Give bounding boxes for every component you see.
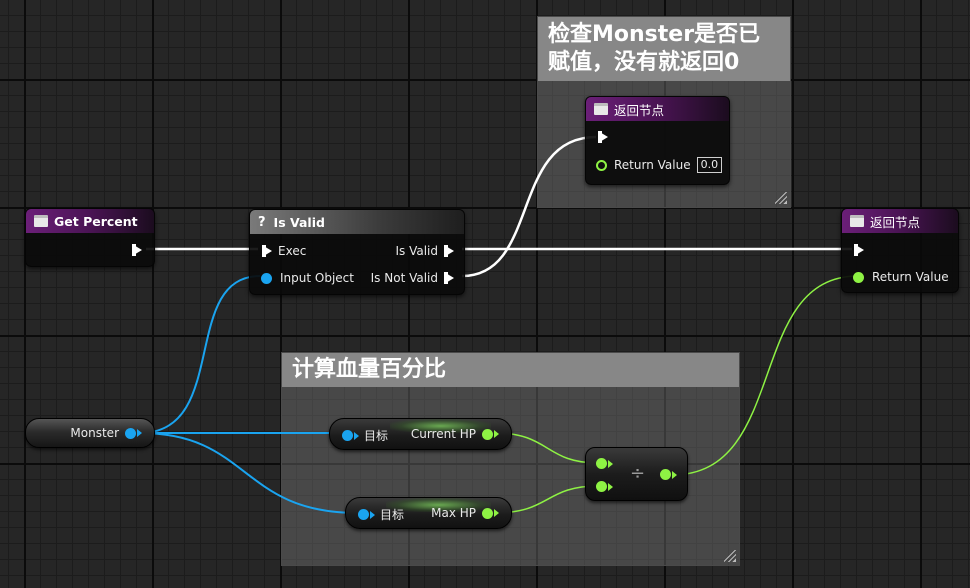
node-title: Get Percent — [54, 213, 138, 229]
exec-in-pin[interactable]: Exec — [262, 244, 306, 258]
pin-arrow-icon — [370, 510, 375, 519]
pin-arrow-icon — [494, 509, 499, 517]
float-pin-icon[interactable] — [596, 481, 607, 492]
divide-input-a-pin[interactable] — [596, 458, 613, 469]
comment-box-check-monster[interactable]: 检查Monster是否已 赋值，没有就返回0 — [537, 16, 791, 208]
node-divide[interactable]: ÷ — [585, 447, 688, 501]
exec-pin-icon[interactable] — [444, 245, 454, 257]
divide-output-pin[interactable] — [660, 469, 677, 480]
node-monster-variable[interactable]: Monster — [25, 418, 155, 448]
float-wire-result — [671, 275, 859, 476]
exec-pin-icon[interactable] — [262, 245, 272, 257]
exec-out-pin[interactable] — [132, 244, 142, 256]
pin-arrow-icon — [494, 430, 499, 438]
resize-handle-icon[interactable] — [724, 550, 736, 562]
float-pin-icon[interactable] — [596, 458, 607, 469]
float-pin-icon[interactable] — [853, 271, 864, 283]
object-wire-isvalid — [139, 275, 261, 434]
exec-pin-icon[interactable] — [598, 131, 608, 143]
is-valid-out-pin[interactable]: Is Valid — [395, 244, 454, 258]
node-header[interactable]: 返回节点 — [842, 209, 958, 233]
node-get-percent[interactable]: Get Percent — [25, 208, 155, 267]
pin-label: 目标 — [380, 508, 405, 522]
object-pin-icon[interactable] — [342, 430, 353, 441]
exec-pin-icon[interactable] — [444, 272, 454, 284]
node-return-top[interactable]: 返回节点 Return Value 0.0 — [585, 96, 730, 185]
node-header[interactable]: ? Is Valid — [250, 210, 464, 234]
target-pin[interactable]: 目标 — [342, 427, 388, 444]
monster-output-pin[interactable]: Monster — [70, 426, 142, 440]
pin-label: 目标 — [364, 429, 389, 443]
node-glow — [386, 498, 491, 512]
float-pin-icon[interactable] — [482, 507, 493, 519]
divide-input-b-pin[interactable] — [596, 481, 613, 492]
object-pin-icon[interactable] — [358, 509, 369, 520]
resize-handle-icon[interactable] — [775, 192, 787, 204]
pin-label: Exec — [278, 244, 307, 258]
function-entry-icon — [34, 215, 48, 227]
function-entry-icon — [850, 215, 864, 227]
divide-symbol: ÷ — [630, 463, 646, 484]
return-value-input[interactable]: 0.0 — [696, 157, 723, 173]
node-header[interactable]: 返回节点 — [586, 97, 729, 121]
pin-arrow-icon — [608, 459, 613, 468]
node-get-max-hp[interactable]: 目标 Max HP — [345, 497, 512, 529]
question-icon: ? — [258, 214, 266, 230]
pin-arrow-icon — [608, 482, 613, 491]
pin-arrow-icon — [672, 470, 677, 479]
max-hp-output-pin[interactable]: Max HP — [431, 506, 499, 520]
node-header[interactable]: Get Percent — [26, 209, 154, 233]
node-is-valid[interactable]: ? Is Valid Exec Input Object Is Valid Is… — [249, 209, 465, 295]
object-pin-icon[interactable] — [261, 272, 272, 284]
float-pin-icon[interactable] — [660, 469, 671, 480]
return-value-pin[interactable]: Return Value — [853, 270, 949, 284]
pin-arrow-icon — [354, 431, 359, 440]
node-title: 返回节点 — [870, 214, 921, 230]
node-get-current-hp[interactable]: 目标 Current HP — [329, 418, 512, 450]
object-pin-icon[interactable] — [125, 427, 136, 439]
node-glow — [390, 419, 491, 433]
float-pin-icon[interactable] — [482, 428, 493, 440]
pin-label: Current HP — [410, 427, 476, 441]
variable-label: Monster — [70, 426, 119, 440]
exec-in-pin[interactable] — [854, 244, 864, 256]
node-title: 返回节点 — [614, 102, 665, 118]
comment-title[interactable]: 检查Monster是否已 赋值，没有就返回0 — [538, 17, 790, 81]
pin-label: Max HP — [431, 506, 476, 520]
input-object-pin[interactable]: Input Object — [261, 271, 354, 285]
float-pin-icon[interactable] — [596, 159, 607, 171]
exec-pin-icon[interactable] — [854, 244, 864, 256]
target-pin[interactable]: 目标 — [358, 506, 404, 523]
return-value-pin[interactable]: Return Value 0.0 — [596, 157, 723, 173]
object-wire-maxhp — [139, 432, 359, 514]
exec-in-pin[interactable] — [598, 131, 608, 143]
current-hp-output-pin[interactable]: Current HP — [411, 427, 499, 441]
is-not-valid-out-pin[interactable]: Is Not Valid — [371, 271, 454, 285]
comment-title[interactable]: 计算血量百分比 — [282, 353, 739, 387]
pin-label: Return Value — [872, 270, 949, 284]
pin-arrow-icon — [137, 429, 142, 437]
node-title: Is Valid — [273, 214, 325, 230]
node-return-right[interactable]: 返回节点 Return Value — [841, 208, 959, 293]
pin-label: Return Value — [614, 158, 691, 172]
pin-label: Is Not Valid — [370, 271, 438, 285]
pin-label: Is Valid — [395, 244, 438, 258]
pin-label: Input Object — [280, 271, 354, 285]
exec-wire-notvalid — [461, 135, 597, 278]
function-entry-icon — [594, 103, 608, 115]
exec-pin-icon[interactable] — [132, 244, 142, 256]
